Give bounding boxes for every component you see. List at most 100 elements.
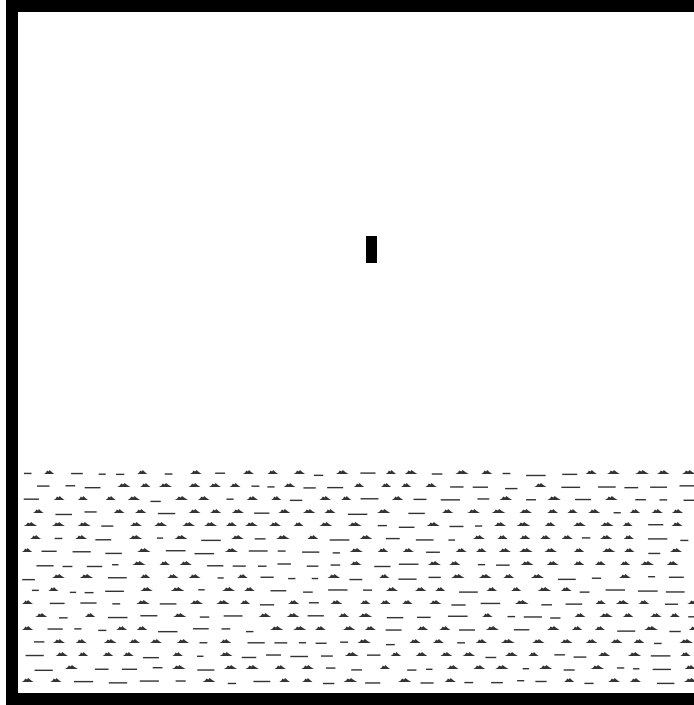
ground-dash-glyph <box>535 681 546 682</box>
ground-dash-glyph <box>215 473 225 474</box>
ground-dash-glyph <box>70 592 76 593</box>
ground-dash-glyph <box>426 552 440 553</box>
ground-dash-glyph <box>22 579 35 580</box>
ground-dash-glyph <box>201 540 221 541</box>
ground-dash-glyph <box>228 683 236 684</box>
ground-dash-glyph <box>426 669 432 670</box>
ground-dash-glyph <box>84 511 96 512</box>
ground-dash-glyph <box>508 616 516 617</box>
ground-dash-glyph <box>417 617 431 618</box>
ground-dash-glyph <box>98 630 106 631</box>
ground-dash-glyph <box>386 538 400 539</box>
ground-dash-glyph <box>363 589 372 590</box>
ground-dash-glyph <box>226 498 233 499</box>
ground-dash-glyph <box>101 525 113 526</box>
ground-dash-glyph <box>475 525 482 526</box>
ground-dash-glyph <box>665 604 678 605</box>
ground-dash-glyph <box>638 590 658 591</box>
ground-dash-glyph <box>224 615 243 616</box>
ground-dash-glyph <box>399 564 419 565</box>
ground-dash-glyph <box>386 629 402 630</box>
ground-dash-glyph <box>35 670 53 671</box>
ground-dash-glyph <box>448 616 468 617</box>
ground-dash-glyph <box>158 631 177 632</box>
ground-dash-glyph <box>278 550 286 551</box>
ground-dash-glyph <box>398 578 416 579</box>
ground-dash-glyph <box>459 591 478 592</box>
ground-dash-glyph <box>407 669 416 670</box>
ground-dash-glyph <box>271 590 287 591</box>
ground-dash-glyph <box>153 667 163 668</box>
ground-dash-glyph <box>432 473 443 474</box>
ground-dash-glyph <box>349 579 362 580</box>
ground-dash-glyph <box>277 563 291 564</box>
ground-dash-glyph <box>657 683 675 684</box>
ground-dash-glyph <box>218 577 224 578</box>
ground-dash-glyph <box>680 540 688 541</box>
ground-dash-glyph <box>614 512 621 513</box>
ground-dash-glyph <box>473 486 488 487</box>
ground-dash-glyph <box>421 682 434 683</box>
ground-dash-glyph <box>659 499 667 500</box>
ground-dash-glyph <box>361 498 379 499</box>
ground-dash-glyph <box>464 682 473 683</box>
ground-dash-glyph <box>254 512 269 513</box>
ground-dash-glyph <box>683 500 694 501</box>
ground-dash-glyph <box>288 578 295 579</box>
ground-dash-glyph <box>37 485 50 486</box>
ground-dash-glyph <box>648 576 655 577</box>
ground-dash-glyph <box>316 643 327 644</box>
ground-dash-glyph <box>566 603 583 604</box>
ground-dash-glyph <box>71 473 83 474</box>
ground-dash-glyph <box>74 628 81 629</box>
ground-dash-glyph <box>367 654 380 655</box>
ground-dash-glyph <box>85 592 94 593</box>
ground-dash-glyph <box>654 643 662 644</box>
ground-dash-glyph <box>550 617 560 618</box>
ground-dash-glyph <box>558 579 576 580</box>
ground-dash-glyph <box>105 591 124 592</box>
ground-dash-glyph <box>524 616 542 617</box>
ground-dash-glyph <box>650 487 667 488</box>
ground-dash-glyph <box>176 680 186 681</box>
ground-dash-glyph <box>105 553 122 554</box>
ground-dash-glyph <box>514 629 529 630</box>
ground-dash-glyph <box>633 668 639 669</box>
ground-dash-glyph <box>450 486 463 487</box>
ground-dash-glyph <box>387 617 403 618</box>
ground-dash-glyph <box>574 656 587 657</box>
ground-dash-glyph <box>408 513 425 514</box>
ground-dash-glyph <box>199 642 207 643</box>
ground-dash-glyph <box>253 681 270 682</box>
ground-dash-glyph <box>95 669 109 670</box>
ground-dash-glyph <box>496 564 510 565</box>
ground-dash-glyph <box>648 553 660 554</box>
ground-dash-glyph <box>108 577 127 578</box>
ground-dash-glyph <box>255 538 266 539</box>
ground-dash-glyph <box>55 538 63 539</box>
ground-dash-glyph <box>351 669 362 670</box>
ground-dash-glyph <box>580 591 590 592</box>
ground-dash-glyph <box>648 524 663 525</box>
ground-dash-glyph <box>242 657 257 658</box>
ground-dash-glyph <box>26 655 44 656</box>
ground-dash-glyph <box>669 577 684 578</box>
frame-top-border <box>6 0 694 12</box>
ground-dash-glyph <box>457 642 465 643</box>
ground-dash-glyph <box>617 667 624 668</box>
ground-dash-glyph <box>360 472 375 473</box>
ground-dash-glyph <box>584 683 593 684</box>
ground-dash-glyph <box>80 602 96 603</box>
ground-dash-glyph <box>680 485 694 486</box>
ground-dash-glyph <box>41 551 56 552</box>
ground-dash-glyph <box>112 564 118 565</box>
ground-dash-glyph <box>48 628 63 629</box>
ground-dash-glyph <box>314 475 323 476</box>
player-sprite <box>366 236 377 263</box>
ground-dash-glyph <box>207 565 223 566</box>
ground-dash-glyph <box>365 682 380 683</box>
ground-dash-glyph <box>333 552 340 553</box>
ground-dash-glyph <box>326 667 336 668</box>
